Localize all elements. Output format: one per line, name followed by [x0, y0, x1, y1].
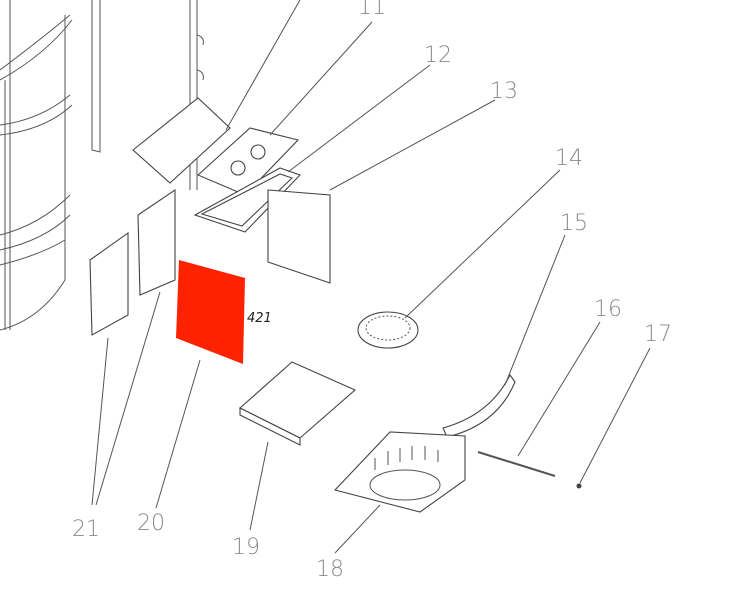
label-11: 11: [358, 0, 386, 20]
label-20: 20: [137, 511, 165, 536]
label-21: 21: [72, 517, 100, 542]
pin-17: [576, 483, 582, 489]
label-17: 17: [644, 322, 672, 347]
top-plate: [132, 97, 231, 184]
frame-12: [193, 167, 301, 233]
handwritten-annotation: 421: [247, 311, 272, 326]
leader-lines: [91, 0, 651, 554]
curved-bar-15: [442, 373, 516, 438]
side-brick-20: [176, 260, 245, 364]
label-16: 16: [594, 297, 622, 322]
plate-with-holes-11: [196, 127, 300, 196]
panel-13: [267, 189, 331, 284]
side-bricks-21: [89, 188, 176, 336]
label-14: 14: [555, 146, 583, 171]
label-15: 15: [560, 211, 588, 236]
label-13: 13: [490, 79, 518, 104]
label-12: 12: [424, 43, 452, 68]
grate-disc-14: [357, 311, 419, 349]
rod-16: [477, 451, 556, 477]
ash-drawer-19: [239, 361, 357, 446]
highlighted-part: [176, 260, 245, 364]
ash-pan-frame-18: [333, 431, 466, 513]
label-19: 19: [232, 535, 260, 560]
label-18: 18: [316, 557, 344, 582]
